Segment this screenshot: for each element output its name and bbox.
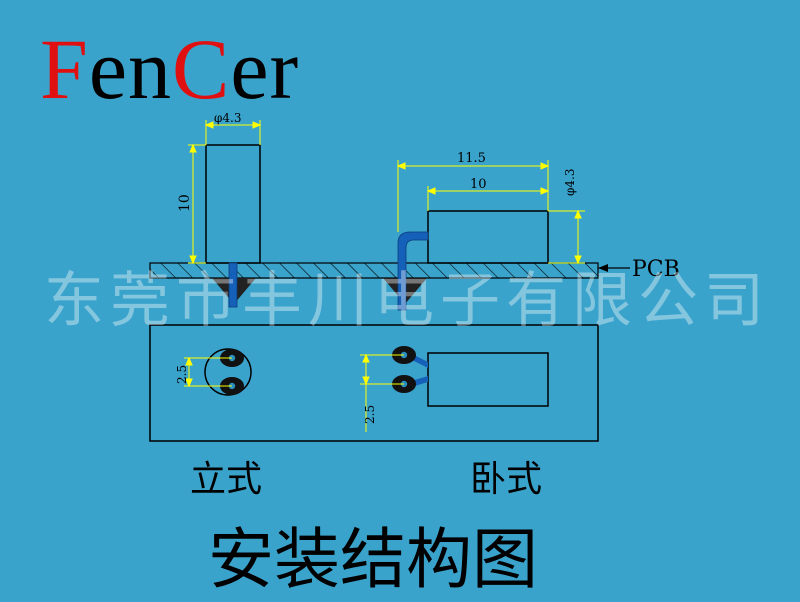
caption-horizontal-mount: 卧式 [470, 459, 543, 500]
horizontal-total-label: 11.5 [457, 151, 486, 166]
horizontal-diameter-dimension [548, 209, 585, 265]
vertical-capacitor-body [205, 144, 261, 264]
vertical-capacitor-outline [204, 348, 252, 396]
vertical-diameter-label: φ4.3 [214, 111, 242, 125]
fencer-logo: FenCer [40, 21, 300, 117]
vertical-pitch-dimension [184, 356, 232, 388]
horizontal-body-dimension [426, 186, 550, 211]
footprint-board [149, 324, 599, 442]
vertical-length-label: 10 [177, 194, 193, 212]
vertical-lead [228, 262, 238, 308]
pcb-board [149, 262, 599, 279]
horizontal-pitch-label: 2.5 [363, 405, 377, 424]
company-watermark: 东莞市丰川电子有限公司 [44, 266, 770, 336]
caption-vertical-mount: 立式 [190, 459, 263, 500]
vertical-diameter-dimension [204, 120, 262, 145]
vertical-length-dimension [188, 143, 206, 265]
horizontal-pitch-dimension [360, 353, 404, 432]
pcb-leader-arrow [598, 264, 608, 272]
vertical-pitch-label: 2.5 [175, 365, 189, 384]
horizontal-diameter-label: φ4.3 [563, 169, 577, 197]
horizontal-capacitor-outline [427, 352, 549, 407]
diagram-title: 安装结构图 [208, 521, 538, 598]
horizontal-total-dimension [396, 160, 550, 232]
pcb-label: PCB [632, 257, 680, 282]
horizontal-bent-lead [397, 231, 429, 311]
horizontal-body-label: 10 [470, 177, 487, 192]
